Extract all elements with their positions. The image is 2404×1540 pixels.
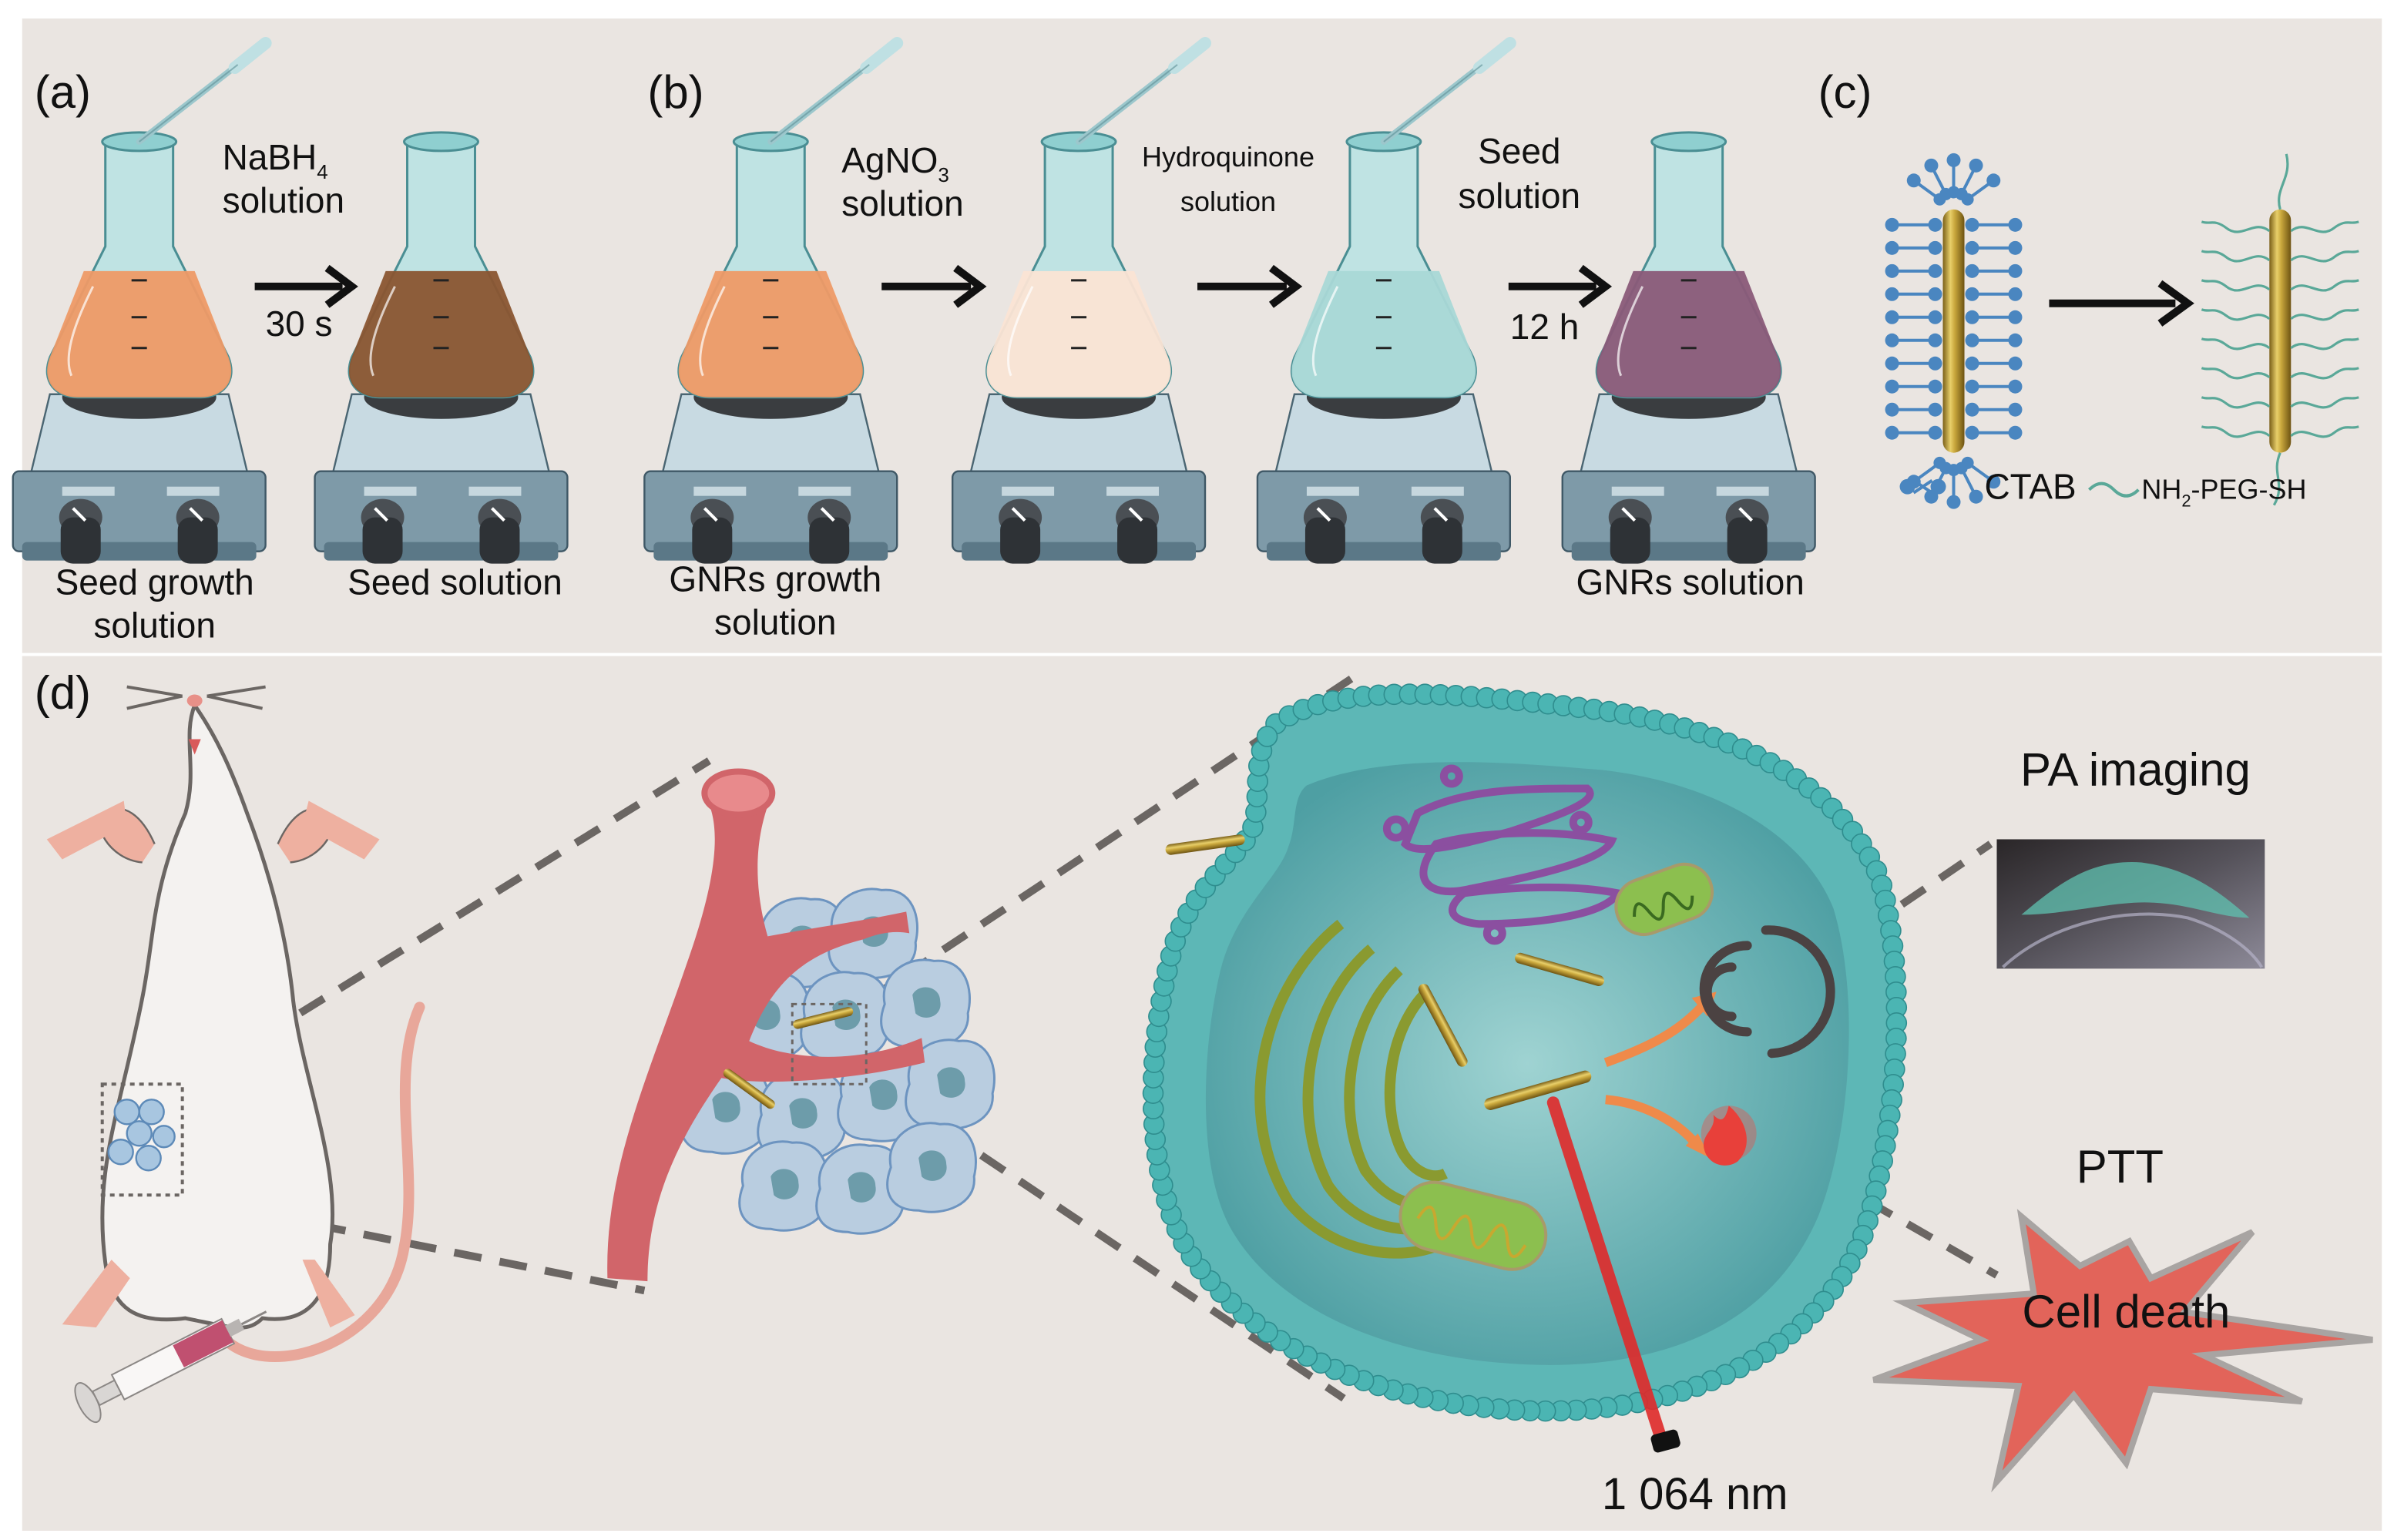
reagent-seed-solution: solution	[1459, 176, 1580, 216]
flask-liquid	[986, 270, 1171, 398]
gold-nanorod	[1942, 209, 1965, 453]
caption-seed-growth-line1: Seed growth	[55, 562, 254, 602]
reagent-hydroquinone: Hydroquinone	[1142, 141, 1314, 173]
tumor-cell	[738, 1140, 830, 1232]
tumor-cluster-icon	[107, 1099, 176, 1172]
arrow-b1	[881, 264, 987, 308]
tumor-site-box	[100, 1082, 184, 1197]
caption-gnrs-solution: GNRs solution	[1576, 562, 1805, 602]
golgi-apparatus	[1382, 764, 1624, 945]
pipette-icon	[1076, 36, 1211, 145]
peg-coated-gold-nanorod	[2201, 153, 2359, 506]
panel-c-label: (c)	[1818, 66, 1872, 118]
tumor-cell	[880, 958, 971, 1050]
flask-liquid	[349, 270, 533, 398]
flask-hydroquinone	[951, 36, 1211, 565]
panel-d-label: (d)	[35, 667, 91, 719]
flask-gnr-growth	[643, 36, 904, 565]
pa-imaging-title: PA imaging	[2020, 743, 2251, 795]
cell-zoom-box	[791, 1002, 868, 1085]
legend-peg-label: NH2-PEG-SH	[2141, 474, 2306, 511]
blood-vessel-opening	[701, 768, 776, 818]
reagent-agno3-solution: solution	[841, 183, 963, 223]
flask-seed	[313, 131, 569, 565]
pa-image	[1996, 839, 2265, 969]
ptt-title: PTT	[2077, 1141, 2164, 1193]
flask-seed-added	[1255, 36, 1516, 565]
gold-nanorod	[793, 1007, 854, 1029]
orange-arrow-ptt	[1605, 1095, 1699, 1146]
mouse-tail	[210, 1002, 425, 1363]
laser-beam	[1546, 1096, 1667, 1445]
panel-b-label: (b)	[647, 66, 703, 118]
pipette-icon	[1380, 36, 1516, 145]
pipette-icon	[136, 36, 272, 145]
caption-seed-growth-line2: solution	[93, 606, 215, 646]
syringe-icon	[74, 1310, 267, 1424]
blood-vessel	[607, 797, 925, 1282]
flask-liquid	[1597, 270, 1781, 398]
flask-liquid	[1291, 270, 1476, 398]
mouse-illustration	[46, 685, 425, 1424]
laser-wavelength-label: 1 064 nm	[1602, 1470, 1788, 1519]
gold-nanorod	[723, 1069, 775, 1109]
arrow-c	[2049, 280, 2194, 327]
legend-peg-icon	[2088, 481, 2140, 498]
arrow-b3	[1508, 264, 1613, 308]
reagent-nabh4-solution: solution	[223, 180, 344, 220]
ctab-coated-gold-nanorod	[1885, 153, 2023, 509]
arrow-b3-time: 12 h	[1510, 307, 1579, 347]
reagent-seed: Seed	[1478, 131, 1560, 171]
arrow-a-time: 30 s	[266, 304, 333, 344]
gold-nanorod	[1165, 834, 1245, 855]
flask-liquid	[678, 270, 863, 398]
sound-wave-icon	[1699, 925, 1835, 1059]
mitochondrion	[1614, 862, 1714, 936]
orange-arrow-pa	[1603, 1001, 1708, 1067]
gold-nanorod-irradiated	[1484, 1070, 1592, 1110]
legend-ctab-icon	[1899, 478, 1946, 495]
caption-seed-solution: Seed solution	[348, 562, 562, 602]
cell-death-label: Cell death	[2022, 1286, 2230, 1337]
arrow-b2	[1197, 264, 1303, 308]
gold-nanorod	[2269, 209, 2292, 453]
gold-nanorod	[1515, 952, 1604, 987]
gold-nanorod	[1418, 984, 1468, 1067]
flask-seed-growth	[11, 36, 272, 565]
tumor-cell	[886, 1122, 977, 1213]
tumor-tissue-illustration	[607, 768, 996, 1282]
cell-death-starburst	[1872, 1209, 2373, 1493]
flask-gnrs-solution	[1560, 131, 1817, 565]
flask-liquid	[47, 270, 232, 398]
reagent-hydroquinone-solution: solution	[1180, 186, 1276, 217]
cell-membrane	[1142, 683, 1908, 1422]
zoom-lines-cell-to-outcomes	[1785, 840, 1999, 1279]
tumor-cells	[680, 887, 996, 1235]
caption-gnrs-growth-line1: GNRs growth	[669, 559, 881, 599]
tumor-cell	[905, 1038, 996, 1130]
reagent-nabh4: NaBH4	[223, 137, 328, 183]
caption-gnrs-growth-line2: solution	[714, 602, 836, 643]
pipette-icon	[767, 36, 904, 145]
arrow-a	[254, 264, 358, 308]
reagent-agno3: AgNO3	[841, 140, 949, 186]
flame-icon	[1701, 1106, 1757, 1166]
cancer-cell-illustration	[1142, 683, 1908, 1453]
legend-ctab-label: CTAB	[1984, 467, 2076, 507]
laser-source-icon	[1650, 1429, 1680, 1453]
mitochondrion	[1398, 1180, 1548, 1271]
panel-a-label: (a)	[35, 66, 91, 118]
